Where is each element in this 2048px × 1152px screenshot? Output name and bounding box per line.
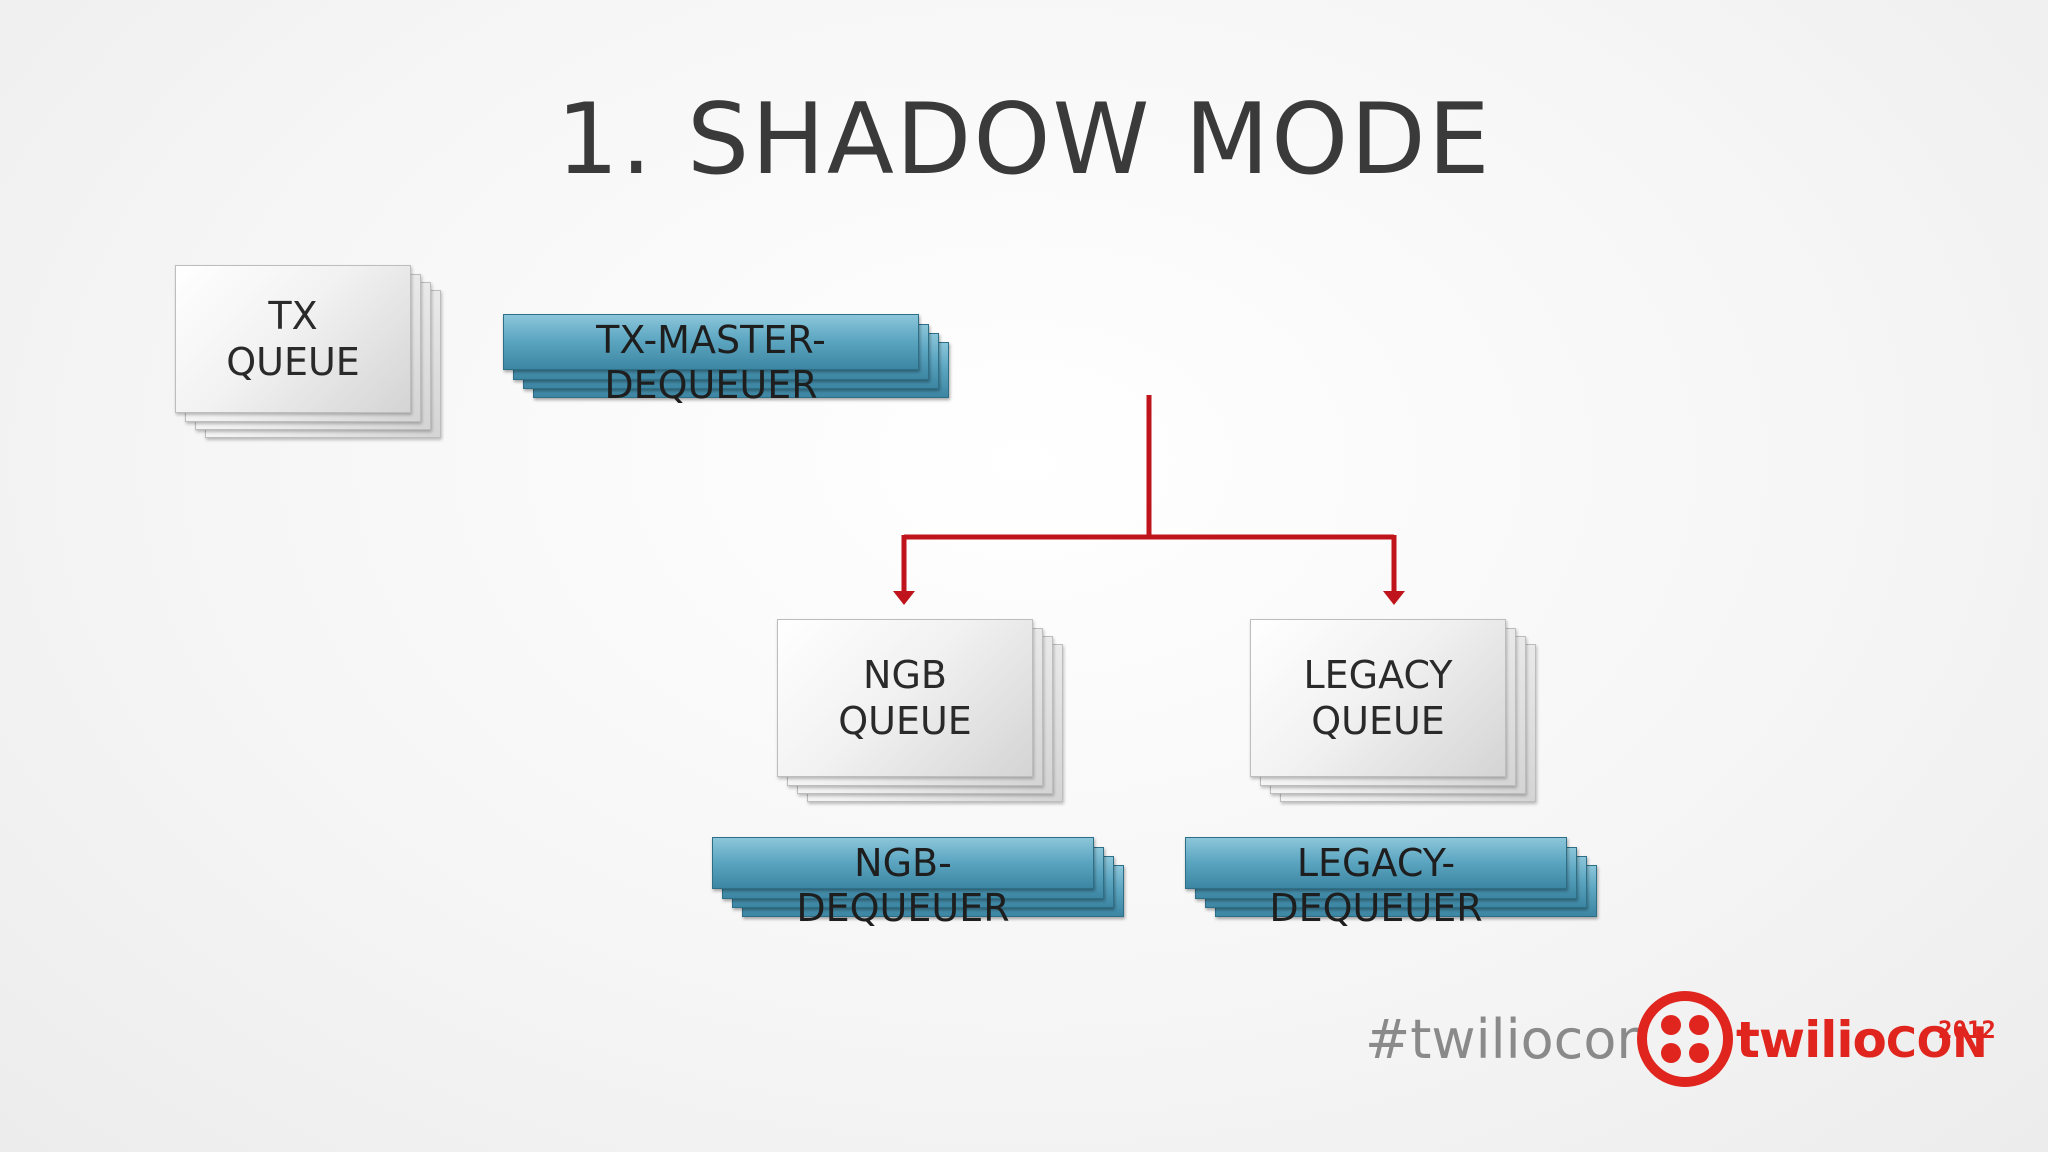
brand-wordmark: twilioCON <box>1736 1010 1988 1070</box>
ngb-queue-label-line2: QUEUE <box>838 699 972 743</box>
ngb-dequeuer-label-line1: NGB- <box>854 841 952 885</box>
legacy-dequeuer: LEGACY- DEQUEUER <box>1185 837 1597 930</box>
brand-main: twilio <box>1736 1011 1887 1069</box>
ngb-dequeuer: NGB- DEQUEUER <box>712 837 1124 930</box>
slide-title: 1. SHADOW MODE <box>556 83 1492 197</box>
ngb-queue-label-line1: NGB <box>863 653 947 697</box>
legacy-queue-label-line1: LEGACY <box>1303 653 1453 697</box>
legacy-dequeuer-label-line2: DEQUEUER <box>1269 886 1483 930</box>
event-hashtag: #twiliocon <box>1365 1008 1651 1071</box>
arrowhead-to-legacy-icon <box>1383 591 1405 605</box>
legacy-dequeuer-label-line1: LEGACY- <box>1296 841 1456 885</box>
tx-queue: TX QUEUE <box>175 265 441 438</box>
twilio-logo-icon <box>1637 991 1733 1087</box>
ngb-queue: NGB QUEUE <box>777 619 1063 802</box>
legacy-queue-label-line2: QUEUE <box>1311 699 1445 743</box>
tx-queue-label-line1: TX <box>268 294 318 338</box>
legacy-queue: LEGACY QUEUE <box>1250 619 1536 802</box>
brand-year: 2012 <box>1938 1016 1996 1044</box>
tx-master-dequeuer: TX-MASTER- DEQUEUER <box>503 314 949 407</box>
brand-con: CON <box>1885 1018 1988 1067</box>
ngb-dequeuer-label-line2: DEQUEUER <box>796 886 1010 930</box>
tx-master-dequeuer-label-line1: TX-MASTER- <box>596 318 826 362</box>
tx-queue-label-line2: QUEUE <box>226 340 360 384</box>
connector-lines <box>901 395 1397 592</box>
tx-master-dequeuer-label-line2: DEQUEUER <box>604 363 818 407</box>
arrowhead-to-ngb-icon <box>893 591 915 605</box>
